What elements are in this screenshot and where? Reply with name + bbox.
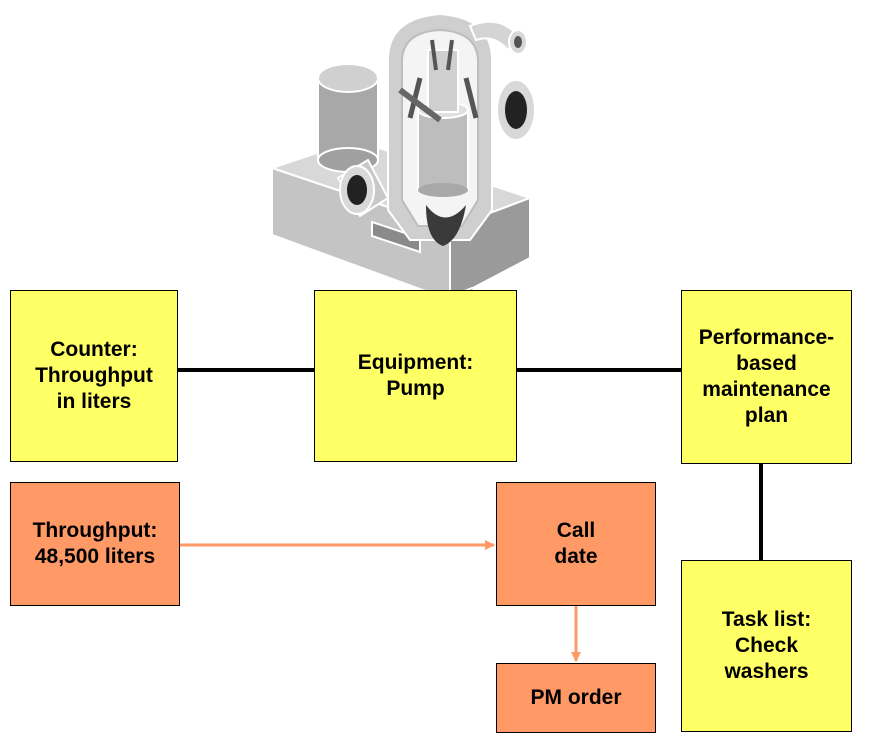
counter-box: Counter: Throughput in liters: [10, 290, 178, 462]
equipment-label: Equipment: Pump: [357, 351, 474, 400]
call-date-label: Call date: [554, 519, 598, 568]
throughput-box: Throughput: 48,500 liters: [10, 482, 180, 606]
counter-label: Counter: Throughput in liters: [35, 338, 153, 413]
task-list-label: Task list: Check washers: [721, 608, 812, 683]
throughput-label: Throughput: 48,500 liters: [32, 519, 158, 568]
call-date-box: Call date: [496, 482, 656, 606]
equipment-box: Equipment: Pump: [314, 290, 517, 462]
task-list-box: Task list: Check washers: [681, 560, 852, 732]
pm-order-label: PM order: [530, 686, 622, 709]
pm-order-box: PM order: [496, 663, 656, 733]
maintenance-plan-box: Performance- based maintenance plan: [681, 290, 852, 464]
maintenance-plan-label: Performance- based maintenance plan: [698, 326, 835, 427]
